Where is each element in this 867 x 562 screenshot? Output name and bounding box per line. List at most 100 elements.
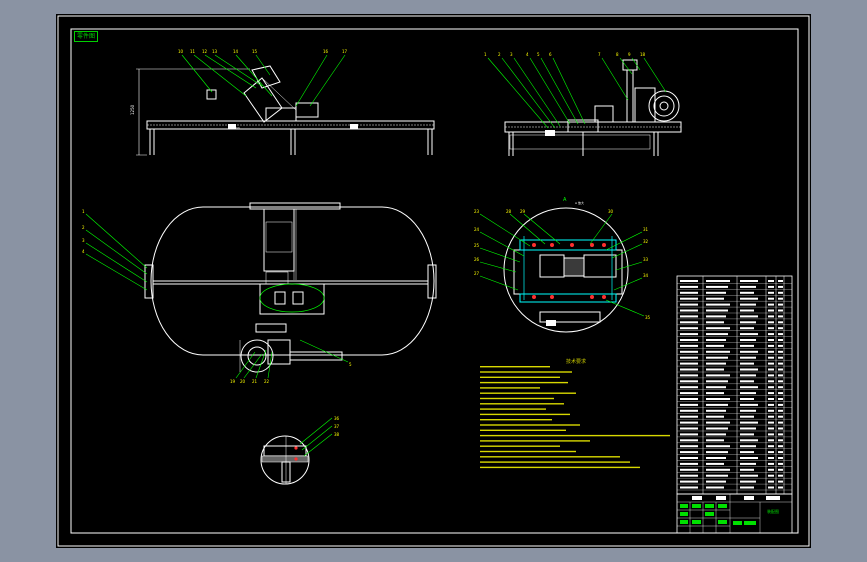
parts-list	[676, 275, 793, 495]
parts-row-text	[706, 315, 726, 318]
parts-row-text	[740, 486, 754, 489]
parts-row-text	[768, 457, 774, 459]
svg-text:A 放大: A 放大	[575, 200, 584, 205]
parts-row-text	[706, 362, 726, 365]
parts-row-text	[778, 439, 783, 442]
parts-row-text	[680, 380, 698, 383]
parts-row-text	[768, 486, 774, 489]
note-line	[480, 429, 566, 431]
parts-row-text	[680, 339, 698, 341]
parts-row-text	[740, 350, 758, 353]
parts-row-text	[680, 451, 698, 454]
parts-row-text	[768, 362, 774, 365]
svg-text:27: 27	[474, 271, 480, 276]
svg-text:11: 11	[190, 49, 196, 54]
svg-text:34: 34	[643, 273, 649, 278]
parts-row-text	[680, 474, 698, 477]
parts-row-text	[740, 457, 758, 459]
parts-row-text	[706, 339, 726, 341]
parts-row-text	[768, 380, 774, 383]
parts-row-text	[768, 303, 774, 306]
parts-row-text	[680, 321, 698, 324]
parts-row-text	[778, 291, 783, 294]
parts-row-text	[768, 439, 774, 442]
parts-row-text	[768, 339, 774, 341]
parts-row-text	[768, 356, 774, 359]
svg-text:7: 7	[598, 52, 601, 57]
parts-row-text	[778, 451, 783, 454]
parts-row-text	[706, 344, 724, 347]
parts-row-text	[740, 344, 754, 347]
parts-row-text	[740, 309, 754, 312]
svg-text:4: 4	[82, 249, 85, 254]
parts-row-text	[680, 468, 698, 471]
parts-row-text	[778, 486, 783, 489]
parts-row-text	[680, 309, 698, 312]
note-line	[480, 424, 580, 426]
parts-row-text	[778, 409, 783, 412]
parts-row-text	[706, 374, 730, 377]
svg-text:17: 17	[342, 49, 348, 54]
note-line	[480, 466, 640, 469]
parts-row-text	[768, 462, 774, 465]
svg-text:31: 31	[643, 227, 649, 232]
parts-row-text	[768, 403, 774, 406]
parts-row-text	[768, 398, 774, 400]
title-block-caption: 装配图	[767, 509, 779, 514]
parts-row-text	[680, 445, 698, 448]
parts-row-text	[680, 350, 698, 353]
note-line	[480, 371, 572, 373]
parts-row-text	[768, 285, 774, 288]
parts-row-text	[778, 474, 783, 477]
parts-row-text	[706, 356, 728, 359]
parts-row-text	[778, 415, 783, 418]
parts-row-text	[680, 362, 698, 365]
parts-row-text	[768, 327, 774, 330]
parts-row-text	[680, 303, 698, 306]
parts-row-text	[778, 297, 783, 300]
parts-row-text	[778, 315, 783, 318]
parts-row-text	[778, 445, 783, 448]
parts-row-text	[740, 386, 758, 389]
note-line	[480, 397, 554, 400]
svg-text:3: 3	[510, 52, 513, 57]
parts-row-text	[680, 368, 698, 371]
parts-row-text	[778, 374, 783, 377]
parts-row-text	[768, 344, 774, 347]
title-block	[676, 493, 793, 534]
note-line	[480, 381, 568, 384]
note-line	[480, 366, 550, 368]
svg-text:2: 2	[82, 225, 85, 230]
parts-row-text	[768, 480, 774, 483]
parts-row-text	[706, 462, 724, 465]
note-line	[480, 408, 546, 410]
parts-row-text	[680, 374, 698, 377]
svg-text:26: 26	[474, 257, 480, 262]
note-line	[480, 387, 540, 389]
parts-row-text	[778, 285, 783, 288]
note-line	[480, 413, 570, 416]
parts-row-text	[778, 321, 783, 324]
svg-text:19: 19	[230, 379, 236, 384]
parts-row-text	[778, 339, 783, 341]
parts-row-text	[740, 327, 754, 330]
parts-row-text	[706, 303, 730, 306]
parts-row-text	[706, 327, 730, 330]
parts-row-text	[740, 433, 754, 436]
parts-row-text	[680, 427, 698, 430]
parts-row-text	[706, 445, 730, 448]
parts-row-text	[778, 280, 783, 282]
parts-row-text	[706, 297, 724, 300]
parts-row-text	[768, 445, 774, 448]
parts-row-text	[778, 457, 783, 459]
parts-row-text	[706, 427, 728, 430]
parts-row-text	[680, 327, 698, 330]
parts-row-text	[740, 480, 756, 483]
parts-row-text	[768, 315, 774, 318]
parts-row-text	[778, 421, 783, 424]
parts-row-text	[740, 415, 754, 418]
svg-text:28: 28	[506, 209, 512, 214]
parts-row-text	[740, 374, 756, 377]
parts-row-text	[778, 380, 783, 383]
parts-row-text	[706, 480, 726, 483]
